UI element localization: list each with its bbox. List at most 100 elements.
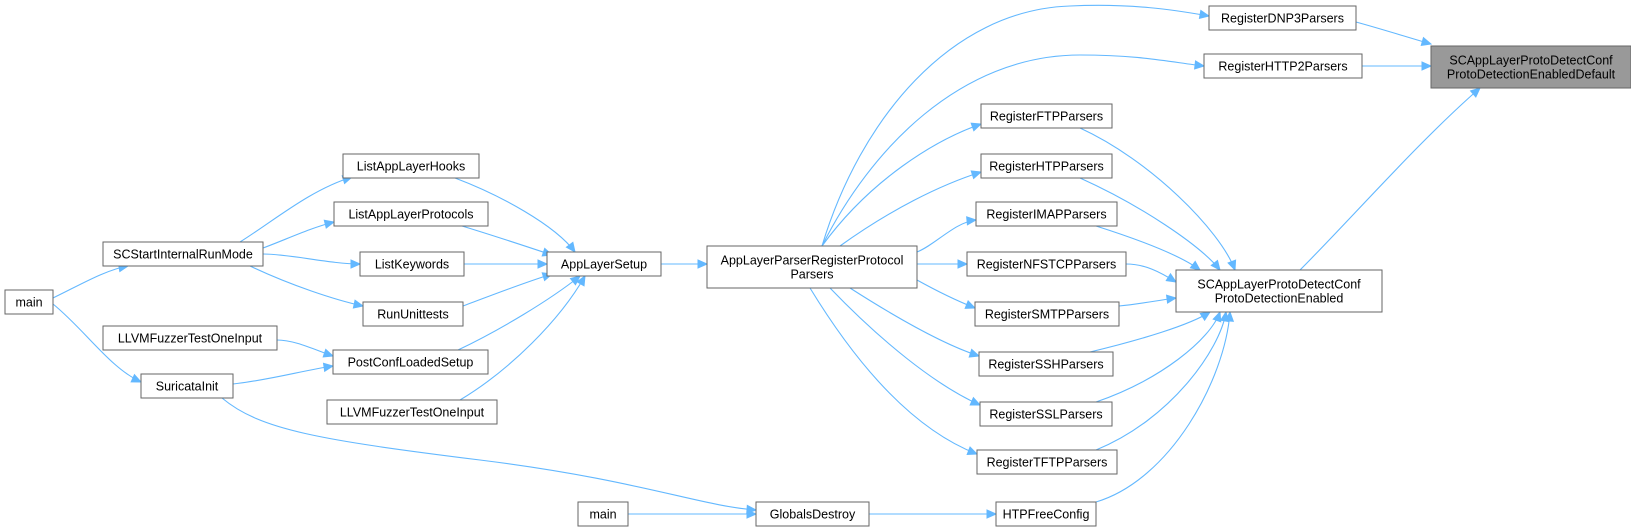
arrowhead-icon: [969, 396, 982, 406]
node-box: [966, 251, 1127, 277]
node-llvm1[interactable]: LLVMFuzzerTestOneInput: [102, 325, 278, 351]
node-listhooks[interactable]: ListAppLayerHooks: [342, 153, 480, 179]
node-box: [102, 241, 264, 267]
node-scstart[interactable]: SCStartInternalRunMode: [102, 241, 264, 267]
node-label: RegisterHTTP2Parsers: [1218, 60, 1347, 74]
edge-globalsdestroy-to-htpfree: [868, 509, 998, 519]
node-box: [577, 501, 629, 527]
node-label: RegisterNFSTCPParsers: [977, 258, 1117, 272]
edge-applayersetup-to-alpregister: [661, 259, 709, 269]
call-graph-nodes: main SCStartInternalRunModeLLVMFuzzerTest…: [4, 5, 1631, 527]
node-label: main: [15, 296, 42, 310]
node-box: [140, 373, 234, 399]
node-label: RegisterIMAPParsers: [986, 208, 1106, 222]
edge-alpregister-to-dnp3: [821, 4, 1211, 247]
arrowhead-icon: [1212, 310, 1222, 323]
node-box: [1208, 5, 1357, 31]
node-label: ProtoDetectionEnabled: [1215, 292, 1344, 306]
node-label: Parsers: [790, 268, 833, 282]
node-ssl[interactable]: RegisterSSLParsers: [979, 401, 1113, 427]
arrowhead-icon: [322, 348, 335, 358]
edge-main1-to-suricatainit: [52, 303, 143, 383]
node-box: [1175, 269, 1383, 313]
node-imap[interactable]: RegisterIMAPParsers: [975, 201, 1118, 227]
edge-alpregister-to-ssh: [849, 287, 981, 358]
node-label: ListKeywords: [375, 258, 449, 272]
arrowhead-icon: [986, 509, 998, 519]
edge-llvm2-to-applayersetup: [459, 274, 586, 401]
arrowhead-icon: [1421, 61, 1433, 71]
arrowhead-icon: [565, 241, 576, 253]
node-htpfree[interactable]: HTPFreeConfig: [995, 501, 1097, 527]
node-listprotocols[interactable]: ListAppLayerProtocols: [333, 201, 489, 227]
edge-postconf-to-applayersetup: [457, 275, 581, 351]
node-label: main: [589, 508, 616, 522]
node-box: [102, 325, 278, 351]
node-box: [359, 251, 465, 277]
node-tftp[interactable]: RegisterTFTPParsers: [976, 449, 1118, 475]
node-ssh[interactable]: RegisterSSHParsers: [978, 351, 1114, 377]
edge-alpregister-to-nfstcp: [917, 259, 969, 269]
node-listkeywords[interactable]: ListKeywords: [359, 251, 465, 277]
node-ftp[interactable]: RegisterFTPParsers: [980, 103, 1113, 129]
edge-scstart-to-listkeywords: [262, 253, 362, 269]
node-box: [995, 501, 1097, 527]
node-label: ListAppLayerProtocols: [348, 208, 473, 222]
arrowhead-icon: [966, 446, 979, 456]
node-box: [979, 401, 1113, 427]
arrowhead-icon: [966, 216, 978, 226]
node-suricatainit[interactable]: SuricataInit: [140, 373, 234, 399]
arrowhead-icon: [964, 300, 977, 309]
arrowhead-icon: [569, 275, 581, 286]
node-main1[interactable]: main: [4, 289, 54, 315]
edge-listhooks-to-applayersetup: [454, 177, 576, 253]
edge-ftp-to-scenabled: [1079, 127, 1237, 272]
node-box: [974, 301, 1120, 327]
edge-alpregister-to-ssl: [829, 287, 982, 406]
edge-smtp-to-scenabled: [1118, 294, 1178, 307]
node-applayersetup[interactable]: AppLayerSetup: [546, 251, 662, 277]
arrowhead-icon: [1165, 272, 1178, 283]
arrowhead-icon: [323, 219, 336, 229]
node-llvm2[interactable]: LLVMFuzzerTestOneInput: [326, 399, 498, 425]
node-box: [975, 201, 1118, 227]
node-box: [976, 449, 1118, 475]
node-globalsdestroy[interactable]: GlobalsDestroy: [755, 501, 870, 527]
node-label: ProtoDetectionEnabledDefault: [1447, 68, 1616, 82]
node-nfstcp[interactable]: RegisterNFSTCPParsers: [966, 251, 1127, 277]
arrowhead-icon: [968, 348, 981, 358]
edge-htpfree-to-scenabled: [1095, 310, 1235, 503]
node-label: RegisterHTPParsers: [989, 160, 1104, 174]
arrowhead-icon: [1224, 310, 1235, 322]
edge-listkeywords-to-applayersetup: [464, 259, 549, 269]
node-main2[interactable]: main: [577, 501, 629, 527]
node-label: LLVMFuzzerTestOneInput: [118, 332, 263, 346]
node-smtp[interactable]: RegisterSMTPParsers: [974, 301, 1120, 327]
node-label: RegisterSMTPParsers: [985, 308, 1109, 322]
edge-ssl-to-scenabled: [1095, 310, 1222, 403]
edge-alpregister-to-htp: [839, 170, 983, 247]
node-box: [332, 349, 489, 375]
arrowhead-icon: [1165, 294, 1178, 304]
node-dnp3[interactable]: RegisterDNP3Parsers: [1208, 5, 1357, 31]
node-root[interactable]: SCAppLayerProtoDetectConfProtoDetectionE…: [1430, 45, 1631, 89]
arrowhead-icon: [350, 259, 362, 269]
node-box: [980, 153, 1113, 179]
edge-nfstcp-to-scenabled: [1125, 263, 1178, 283]
node-scenabled[interactable]: SCAppLayerProtoDetectConfProtoDetectionE…: [1175, 269, 1383, 313]
edge-scstart-to-rununittests: [249, 265, 365, 309]
node-label: PostConfLoadedSetup: [348, 356, 474, 370]
node-label: LLVMFuzzerTestOneInput: [340, 406, 485, 420]
node-box: [980, 103, 1113, 129]
node-rununittests[interactable]: RunUnittests: [362, 301, 464, 327]
node-box: [4, 289, 54, 315]
edge-suricatainit-to-postconf: [232, 362, 335, 385]
node-postconf[interactable]: PostConfLoadedSetup: [332, 349, 489, 375]
edge-listprotocols-to-applayersetup: [461, 225, 554, 257]
edge-http2-to-root: [1362, 61, 1433, 71]
node-label: ListAppLayerHooks: [357, 160, 465, 174]
node-htp[interactable]: RegisterHTPParsers: [980, 153, 1113, 179]
node-http2[interactable]: RegisterHTTP2Parsers: [1203, 53, 1363, 79]
node-label: HTPFreeConfig: [1003, 508, 1090, 522]
